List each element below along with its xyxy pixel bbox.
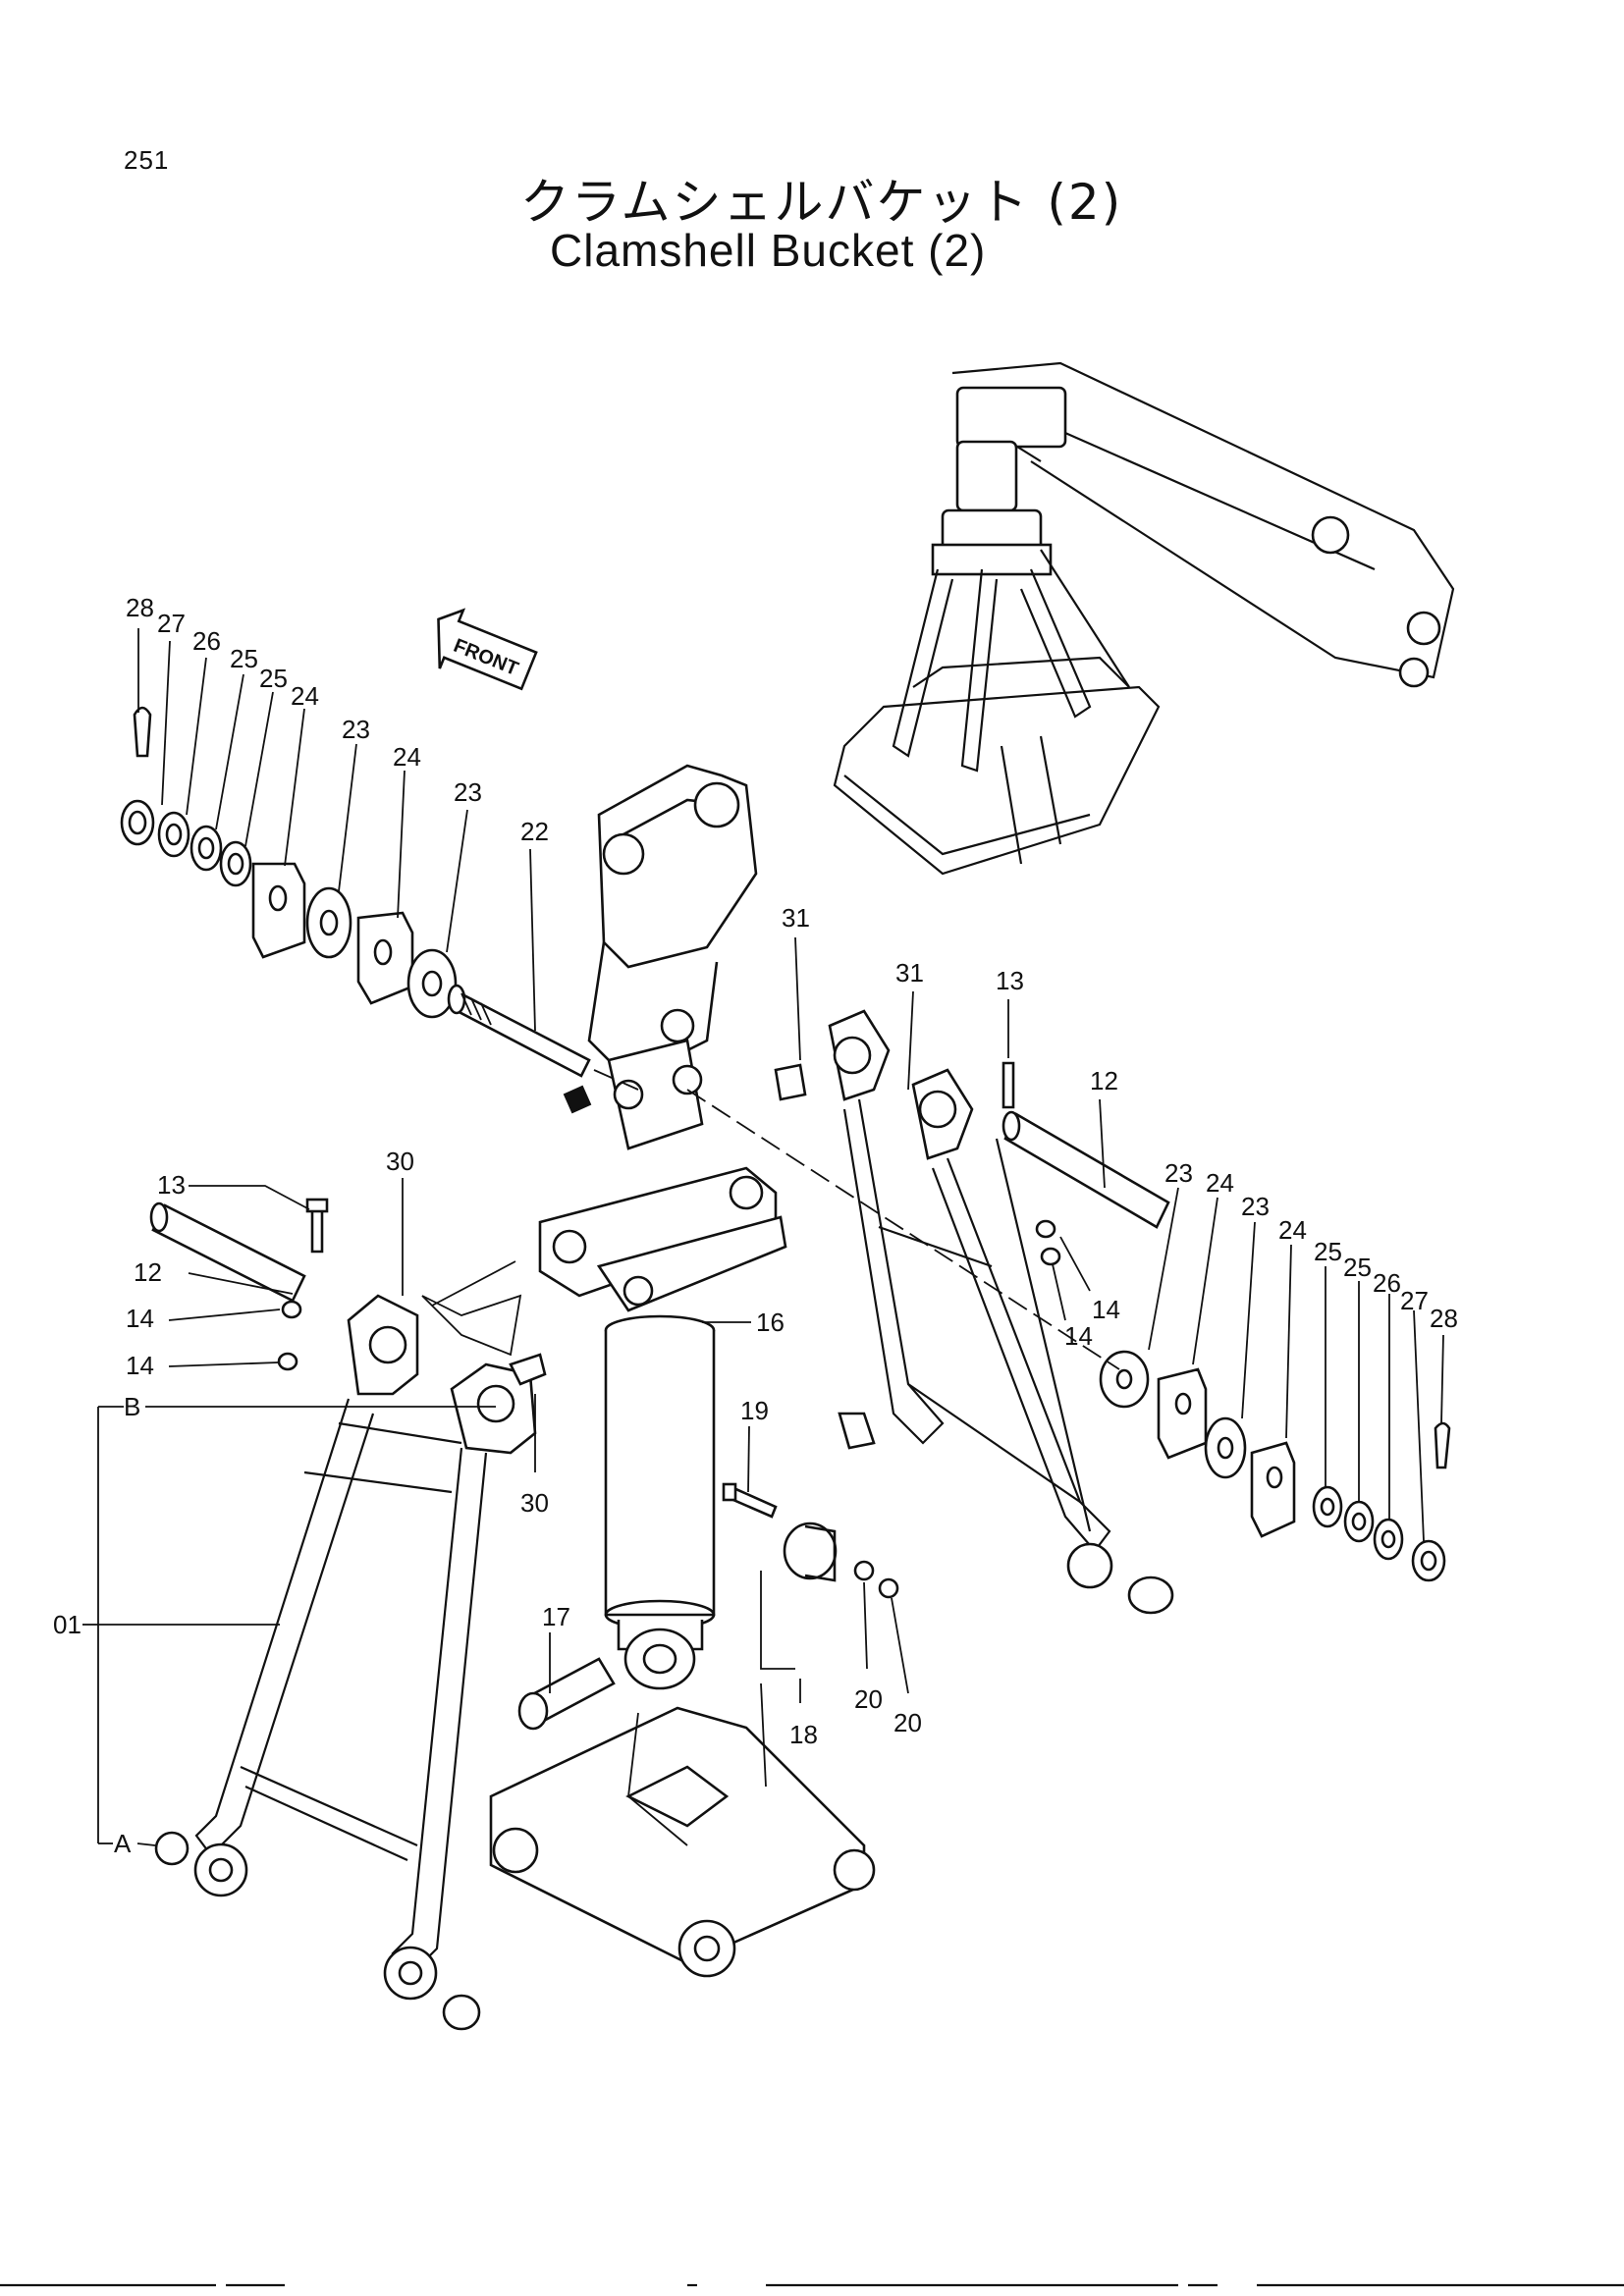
label-13: 13 — [157, 1170, 186, 1200]
title-japanese: クラムシェルバケット (2) — [520, 174, 1123, 231]
left-pin-stack — [120, 706, 591, 1078]
label-16: 16 — [756, 1308, 785, 1337]
label-24: 24 — [1206, 1168, 1234, 1198]
label-14: 14 — [126, 1304, 154, 1333]
label-28: 28 — [126, 593, 154, 622]
label-12: 12 — [134, 1257, 162, 1287]
label-23: 23 — [342, 715, 370, 744]
label-14: 14 — [126, 1351, 154, 1380]
label-12: 12 — [1090, 1066, 1118, 1095]
label-27: 27 — [157, 609, 186, 638]
label-28: 28 — [1430, 1304, 1458, 1333]
label-31: 31 — [782, 903, 810, 933]
label-26: 26 — [192, 626, 221, 656]
title-english: Clamshell Bucket (2) — [550, 225, 987, 276]
label-25: 25 — [1314, 1237, 1342, 1266]
label-20: 20 — [893, 1708, 922, 1737]
label-24: 24 — [291, 681, 319, 711]
label-25: 25 — [230, 644, 258, 673]
label-24: 24 — [1278, 1215, 1307, 1245]
label-25: 25 — [1343, 1253, 1372, 1282]
label-20: 20 — [854, 1684, 883, 1714]
label-14: 14 — [1092, 1295, 1120, 1324]
left-arm — [149, 1198, 547, 2031]
label-13: 13 — [996, 966, 1024, 995]
label-01: 01 — [53, 1610, 81, 1639]
label-23: 23 — [454, 777, 482, 807]
page-number: 251 — [124, 145, 170, 175]
label-31: 31 — [895, 958, 924, 988]
label-23: 23 — [1241, 1192, 1270, 1221]
label-19: 19 — [740, 1396, 769, 1425]
label-25: 25 — [259, 664, 288, 693]
label-27: 27 — [1400, 1286, 1429, 1315]
bottom-base — [489, 1657, 876, 1978]
top-bracket — [587, 764, 758, 1082]
part-labels: 28 27 26 25 25 24 23 24 23 22 31 31 13 1… — [53, 593, 1458, 1858]
label-18: 18 — [789, 1720, 818, 1749]
overview-illustration — [833, 361, 1455, 876]
label-A: A — [114, 1829, 132, 1858]
lower-fasteners — [722, 1482, 899, 1599]
center-cylinder — [538, 1039, 787, 1690]
label-26: 26 — [1373, 1268, 1401, 1298]
label-30: 30 — [386, 1147, 414, 1176]
label-17: 17 — [542, 1602, 570, 1631]
right-pin-stack — [1099, 1350, 1451, 1582]
front-arrow: FRONT — [437, 608, 538, 691]
label-23: 23 — [1164, 1158, 1193, 1188]
right-arm — [774, 1009, 1174, 1615]
label-24: 24 — [393, 742, 421, 772]
label-14: 14 — [1064, 1321, 1093, 1351]
label-22: 22 — [520, 817, 549, 846]
label-B: B — [124, 1392, 140, 1421]
label-30: 30 — [520, 1488, 549, 1518]
leader-lines — [82, 628, 1444, 1846]
